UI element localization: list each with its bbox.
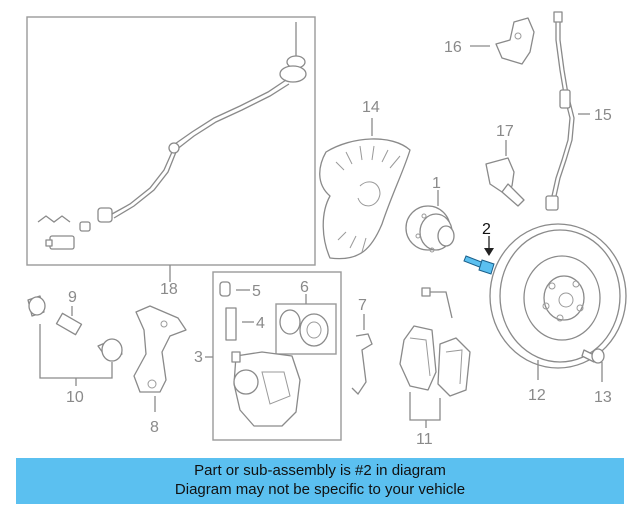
- part-2-bolt[interactable]: [463, 236, 495, 275]
- callout-11: 11: [416, 431, 433, 448]
- callout-12: 12: [528, 387, 546, 404]
- part-8-carrier-bracket[interactable]: [133, 305, 187, 412]
- callout-16: 16: [444, 39, 462, 56]
- part-16-bracket[interactable]: [470, 17, 535, 65]
- info-banner: Part or sub-assembly is #2 in diagram Di…: [16, 458, 624, 504]
- callout-15: 15: [594, 107, 612, 124]
- part-12-brake-rotor[interactable]: [489, 223, 627, 380]
- callout-6: 6: [300, 279, 309, 296]
- callout-13: 13: [594, 389, 612, 406]
- callout-18: 18: [160, 281, 178, 298]
- part-9-10-guide-pins[interactable]: [27, 295, 123, 386]
- part-14-dust-shield[interactable]: [319, 118, 411, 260]
- part-1-wheel-hub[interactable]: [405, 190, 455, 253]
- callout-1: 1: [432, 175, 441, 192]
- banner-line-2: Diagram may not be specific to your vehi…: [174, 481, 466, 498]
- callout-8: 8: [150, 419, 159, 436]
- banner-line-1: Part or sub-assembly is #2 in diagram: [194, 462, 446, 479]
- callout-7: 7: [358, 297, 367, 314]
- callout-14: 14: [362, 99, 380, 116]
- part-15-brake-hose[interactable]: [545, 11, 590, 211]
- part-3-caliper-assembly[interactable]: [205, 271, 342, 441]
- part-7-spring-clip[interactable]: [351, 314, 373, 396]
- part-11-brake-pads[interactable]: [399, 287, 471, 428]
- callout-9: 9: [68, 289, 77, 306]
- part-18-sensor-harness[interactable]: [26, 16, 316, 282]
- part-13-bolt[interactable]: [581, 348, 605, 382]
- callout-3: 3: [194, 349, 203, 366]
- callout-10: 10: [66, 389, 84, 406]
- callout-4: 4: [256, 315, 265, 332]
- callout-5: 5: [252, 283, 261, 300]
- callout-2: 2: [482, 221, 491, 238]
- callout-17: 17: [496, 123, 514, 140]
- part-17-sensor[interactable]: [485, 140, 525, 207]
